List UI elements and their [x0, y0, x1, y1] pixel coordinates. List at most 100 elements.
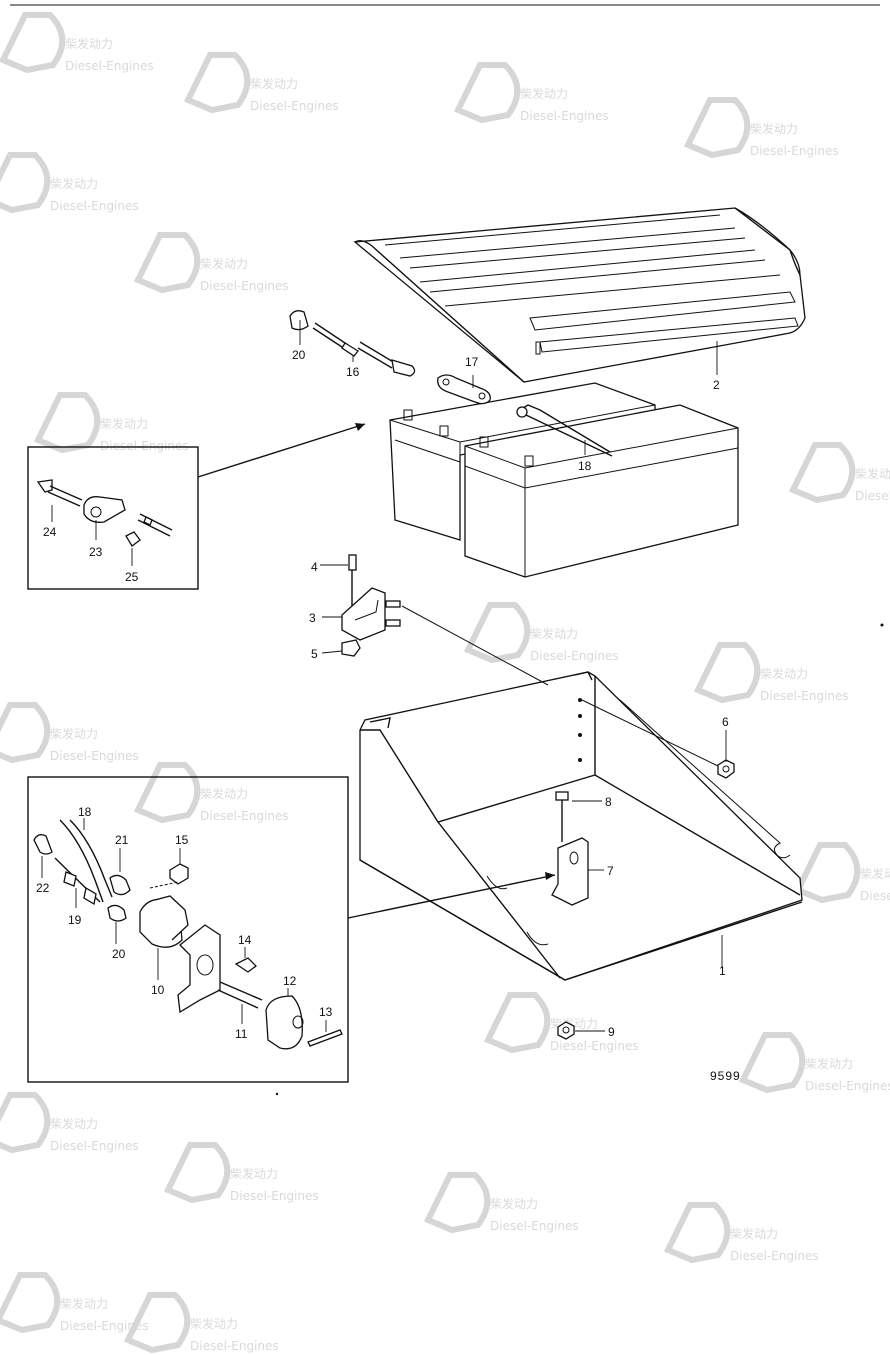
part-label: 18 — [578, 459, 592, 473]
part-label: 25 — [125, 570, 139, 584]
part-label: 17 — [465, 355, 479, 369]
cable-assembly-16 — [289, 310, 416, 377]
svg-text:柴发动力: 柴发动力 — [530, 626, 578, 641]
part-label: 1 — [719, 964, 726, 978]
part-label: 13 — [319, 1005, 333, 1019]
battery-box — [359, 671, 803, 981]
part-label: 20 — [292, 348, 306, 362]
svg-text:柴发动力: 柴发动力 — [65, 36, 113, 51]
inset-terminal-clamp — [27, 423, 366, 590]
battery-cover — [353, 207, 806, 383]
svg-text:Diesel-Engines: Diesel-Engines — [50, 199, 139, 213]
part-label: 20 — [112, 947, 126, 961]
watermark-logo: 柴发动力 Diesel-Engines — [163, 1142, 319, 1204]
svg-text:Diesel-Engines: Diesel-Engines — [530, 649, 619, 663]
part-labels: 1 2 3 4 5 6 7 8 9 10 11 12 13 14 15 16 1… — [36, 348, 729, 1041]
svg-text:Diesel-Engines: Diesel-Engines — [860, 889, 890, 903]
watermark-logo: 柴发动力 Diesel-Engines — [133, 762, 289, 824]
watermark-logo: 柴发动力 Diesel-Engines — [788, 442, 890, 504]
svg-text:Diesel-Engines: Diesel-Engines — [190, 1339, 279, 1353]
part-label: 11 — [235, 1027, 248, 1041]
svg-text:柴发动力: 柴发动力 — [50, 726, 98, 741]
watermark-logo: 柴发动力 Diesel-Engines — [693, 642, 849, 704]
svg-text:柴发动力: 柴发动力 — [190, 1316, 238, 1331]
watermark-logo: 柴发动力 Diesel-Engines — [0, 702, 139, 764]
watermark-logo: 柴发动力 Diesel-Engines — [123, 1292, 279, 1354]
part-label: 21 — [115, 833, 129, 847]
svg-text:柴发动力: 柴发动力 — [490, 1196, 538, 1211]
svg-text:柴发动力: 柴发动力 — [250, 76, 298, 91]
svg-text:柴发动力: 柴发动力 — [230, 1166, 278, 1181]
svg-text:Diesel-Engines: Diesel-Engines — [50, 1139, 139, 1153]
battery-cable — [516, 404, 613, 457]
svg-text:Diesel-Engines: Diesel-Engines — [855, 489, 890, 503]
part-label: 7 — [607, 864, 614, 878]
watermark-logo: 柴发动力 Diesel-Engines — [183, 52, 339, 114]
part-label: 18 — [78, 805, 92, 819]
svg-text:Diesel-Engines: Diesel-Engines — [550, 1039, 639, 1053]
svg-text:柴发动力: 柴发动力 — [50, 1116, 98, 1131]
watermark-logo: 柴发动力 Diesel-Engines — [738, 1032, 890, 1094]
svg-text:Diesel-Engines: Diesel-Engines — [60, 1319, 149, 1333]
part-label: 22 — [36, 881, 50, 895]
watermark-layer: 柴发动力 Diesel-Engines 柴发动力 Diesel-Engines 柴发… — [0, 12, 890, 1354]
watermark-logo: 柴发动力 Diesel-Engines — [133, 232, 289, 294]
svg-text:柴发动力: 柴发动力 — [60, 1296, 108, 1311]
svg-text:柴发动力: 柴发动力 — [200, 786, 248, 801]
svg-text:柴发动力: 柴发动力 — [50, 176, 98, 191]
part-label: 10 — [151, 983, 165, 997]
watermark-logo: 柴发动力 Diesel-Engines — [33, 392, 189, 454]
svg-text:Diesel-Engines: Diesel-Engines — [760, 689, 849, 703]
part-label: 8 — [605, 795, 612, 809]
inset-main-switch — [27, 776, 556, 1083]
part-label: 5 — [311, 647, 318, 661]
watermark-logo: 柴发动力 Diesel-Engines — [423, 1172, 579, 1234]
bracket-3 — [341, 554, 401, 657]
svg-text:Diesel-Engines: Diesel-Engines — [520, 109, 609, 123]
watermark-logo: 柴发动力 Diesel-Engines — [0, 1272, 149, 1334]
leader-lines — [41, 320, 727, 1032]
svg-text:柴发动力: 柴发动力 — [200, 256, 248, 271]
watermark-logo: 柴发动力 Diesel-Engines — [0, 152, 139, 214]
part-label: 4 — [311, 560, 318, 574]
svg-text:柴发动力: 柴发动力 — [100, 416, 148, 431]
svg-text:柴发动力: 柴发动力 — [520, 86, 568, 101]
svg-text:柴发动力: 柴发动力 — [805, 1056, 853, 1071]
svg-text:柴发动力: 柴发动力 — [760, 666, 808, 681]
part-label: 15 — [175, 833, 189, 847]
part-label: 14 — [238, 933, 252, 947]
svg-text:Diesel-Engines: Diesel-Engines — [805, 1079, 890, 1093]
svg-text:柴发动力: 柴发动力 — [750, 121, 798, 136]
svg-text:柴发动力: 柴发动力 — [860, 866, 890, 881]
watermark-logo: 柴发动力 Diesel-Engines — [463, 602, 619, 664]
nut-6 — [717, 759, 735, 779]
nut-9 — [557, 1021, 575, 1040]
watermark-logo: 柴发动力 Diesel-Engines — [453, 62, 609, 124]
watermark-logo: 柴发动力 Diesel-Engines — [0, 12, 154, 74]
svg-text:Diesel-Engines: Diesel-Engines — [200, 279, 289, 293]
svg-text:Diesel-Engines: Diesel-Engines — [250, 99, 339, 113]
watermark-logo: 柴发动力 Diesel-Engines — [683, 97, 839, 159]
svg-text:Diesel-Engines: Diesel-Engines — [100, 439, 189, 453]
part-label: 9 — [608, 1025, 615, 1039]
part-label: 6 — [722, 715, 729, 729]
drawing-number: 9599 — [710, 1069, 741, 1083]
cable-connector-17 — [437, 374, 491, 405]
svg-text:Diesel-Engines: Diesel-Engines — [230, 1189, 319, 1203]
svg-text:Diesel-Engines: Diesel-Engines — [750, 144, 839, 158]
svg-text:柴发动力: 柴发动力 — [855, 466, 890, 481]
svg-text:Diesel-Engines: Diesel-Engines — [200, 809, 289, 823]
part-label: 3 — [309, 611, 316, 625]
part-label: 24 — [43, 525, 57, 539]
battery-front — [464, 404, 739, 578]
svg-text:Diesel-Engines: Diesel-Engines — [490, 1219, 579, 1233]
part-label: 2 — [713, 378, 720, 392]
svg-text:Diesel-Engines: Diesel-Engines — [730, 1249, 819, 1263]
svg-text:Diesel-Engines: Diesel-Engines — [65, 59, 154, 73]
watermark-logo: 柴发动力 Diesel-Engines — [0, 1092, 139, 1154]
svg-text:Diesel-Engines: Diesel-Engines — [50, 749, 139, 763]
watermark-logo: 柴发动力 Diesel-Engines — [793, 842, 890, 904]
part-label: 19 — [68, 913, 82, 927]
